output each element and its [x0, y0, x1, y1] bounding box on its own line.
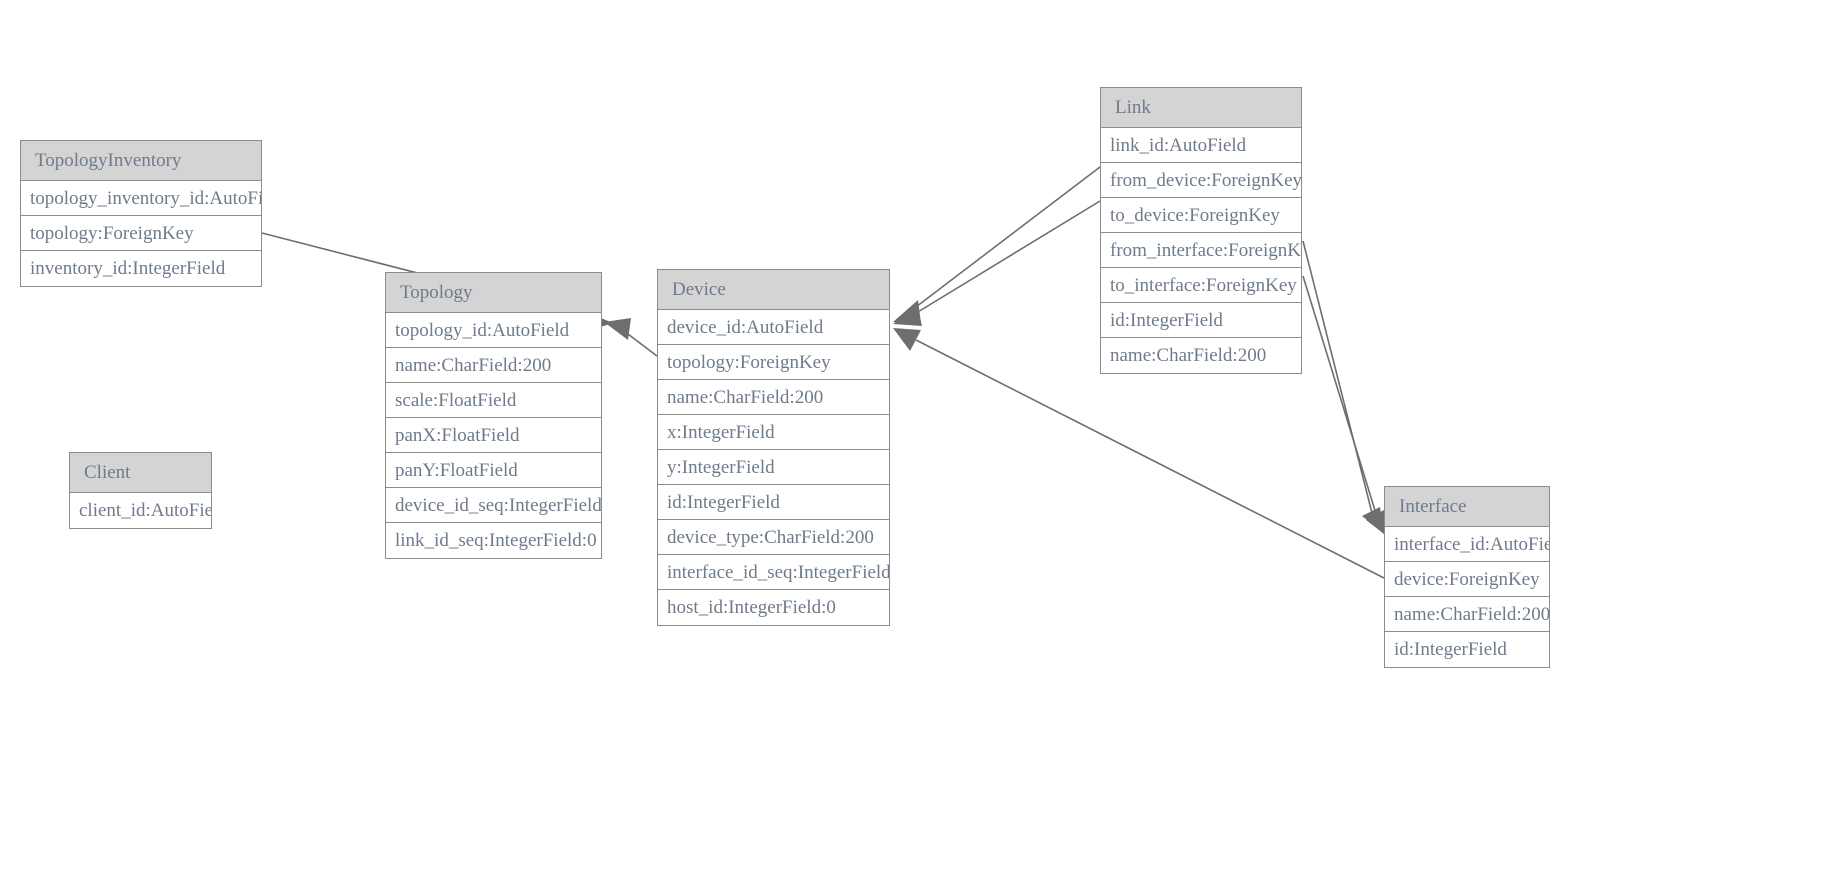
- entity-title-interface: Interface: [1385, 487, 1549, 527]
- field-row[interactable]: device_type:CharField:200: [658, 520, 889, 555]
- field-row[interactable]: topology_inventory_id:AutoField: [21, 181, 261, 216]
- entity-title-link: Link: [1101, 88, 1301, 128]
- field-row[interactable]: interface_id_seq:IntegerField:0: [658, 555, 889, 590]
- field-row[interactable]: device:ForeignKey: [1385, 562, 1549, 597]
- field-row[interactable]: client_id:AutoField: [79, 500, 211, 521]
- field-row[interactable]: device_id_seq:IntegerField:0: [386, 488, 601, 523]
- field-row[interactable]: id:IntegerField: [1101, 303, 1301, 338]
- field-row[interactable]: host_id:IntegerField:0: [667, 597, 836, 618]
- entity-title-device: Device: [658, 270, 889, 310]
- field-row[interactable]: to_device:ForeignKey: [1101, 198, 1301, 233]
- entity-title-topology-inventory: TopologyInventory: [21, 141, 261, 181]
- field-row[interactable]: id:IntegerField: [658, 485, 889, 520]
- entity-client[interactable]: Client client_id:AutoField: [69, 452, 212, 529]
- field-row[interactable]: name:CharField:200: [1110, 345, 1267, 366]
- field-row[interactable]: panY:FloatField: [386, 453, 601, 488]
- field-row[interactable]: name:CharField:200: [1385, 597, 1549, 632]
- edge-link-from-device: [893, 166, 1101, 323]
- field-row[interactable]: topology:ForeignKey: [21, 216, 261, 251]
- entity-title-topology: Topology: [386, 273, 601, 313]
- field-row[interactable]: to_interface:ForeignKey: [1101, 268, 1301, 303]
- field-row[interactable]: id:IntegerField: [1394, 639, 1507, 660]
- edge-device-topology: [604, 318, 658, 357]
- field-row[interactable]: scale:FloatField: [386, 383, 601, 418]
- field-row[interactable]: topology:ForeignKey: [658, 345, 889, 380]
- entity-fields-client: client_id:AutoField: [70, 493, 211, 528]
- entity-fields-interface: interface_id:AutoFielddevice:ForeignKeyn…: [1385, 527, 1549, 667]
- field-row[interactable]: panX:FloatField: [386, 418, 601, 453]
- field-row[interactable]: link_id:AutoField: [1101, 128, 1301, 163]
- field-row[interactable]: y:IntegerField: [658, 450, 889, 485]
- field-row[interactable]: x:IntegerField: [658, 415, 889, 450]
- edge-link-from-interface: [1302, 240, 1384, 534]
- field-row[interactable]: topology_id:AutoField: [386, 313, 601, 348]
- field-row[interactable]: from_interface:ForeignKey: [1101, 233, 1301, 268]
- field-row[interactable]: device_id:AutoField: [658, 310, 889, 345]
- entity-interface[interactable]: Interfaceinterface_id:AutoFielddevice:Fo…: [1384, 486, 1550, 668]
- field-row[interactable]: interface_id:AutoField: [1385, 527, 1549, 562]
- field-row[interactable]: link_id_seq:IntegerField:0: [395, 530, 597, 551]
- field-row[interactable]: name:CharField:200: [658, 380, 889, 415]
- field-row[interactable]: name:CharField:200: [386, 348, 601, 383]
- field-row[interactable]: inventory_id:IntegerField: [30, 258, 226, 279]
- edge-link-to-interface: [1302, 275, 1388, 537]
- entity-title-client: Client: [70, 453, 211, 493]
- edge-link-to-device: [893, 200, 1101, 326]
- field-row[interactable]: from_device:ForeignKey: [1101, 163, 1301, 198]
